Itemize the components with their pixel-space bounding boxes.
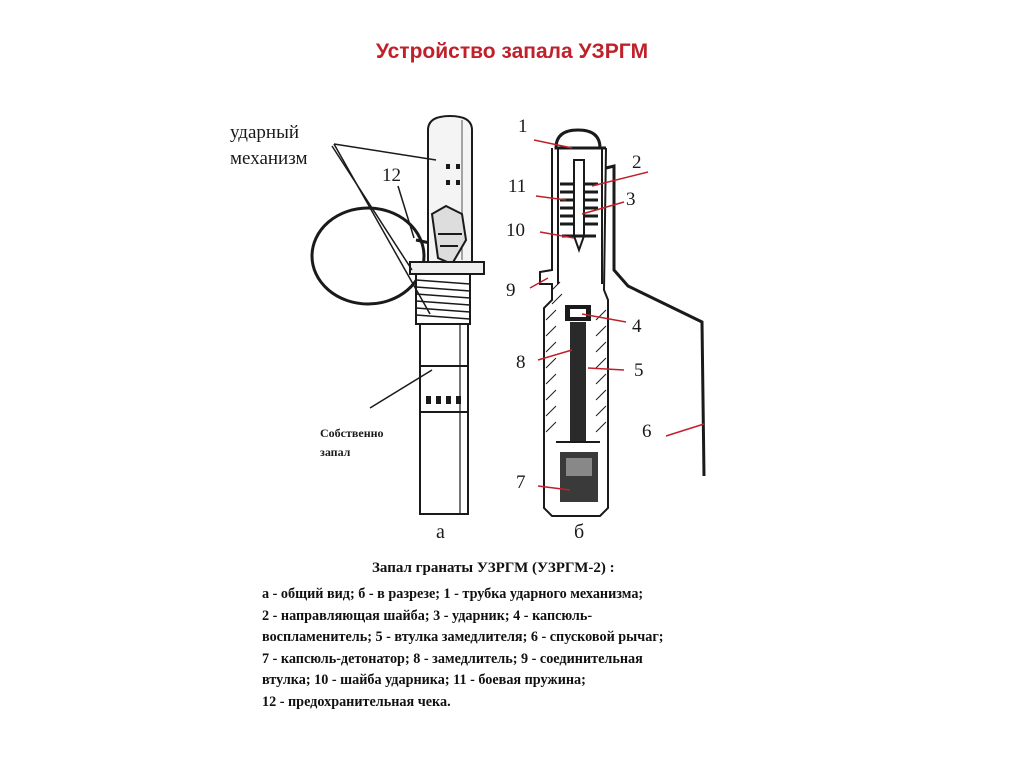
striker — [573, 159, 585, 253]
caption-line: а - общий вид; б - в разрезе; 1 - трубка… — [262, 586, 644, 602]
safety-ring — [310, 206, 426, 306]
label-view-a: а — [436, 521, 445, 543]
caption-title: Запал гранаты УЗРГМ (УЗРГМ-2) : — [372, 560, 615, 576]
section-hatching — [545, 281, 607, 433]
caption-line: втулка; 10 - шайба ударника; 11 - боевая… — [262, 672, 586, 689]
label-udarnyi-1: ударный — [230, 122, 299, 143]
label-view-b: б — [574, 521, 584, 543]
safety-lever — [605, 164, 706, 477]
label-1: 1 — [518, 116, 528, 137]
label-2: 2 — [632, 152, 642, 173]
caption-body: а - общий вид; б - в разрезе; 1 - трубка… — [262, 584, 782, 714]
fuse-body — [419, 323, 469, 515]
label-8: 8 — [516, 352, 526, 373]
general-view — [310, 114, 485, 515]
label-sobstvenno-2: запал — [320, 445, 351, 459]
striker-tube-cap — [554, 128, 602, 150]
label-5: 5 — [634, 360, 644, 381]
label-10: 10 — [506, 220, 525, 241]
mainspring — [560, 182, 598, 226]
label-6: 6 — [642, 421, 652, 442]
caption-line: 12 - предохранительная чека. — [262, 693, 451, 710]
delay-element — [570, 322, 586, 442]
label-11: 11 — [508, 176, 526, 197]
label-udarnyi-2: механизм — [230, 148, 307, 169]
caption-line: 2 - направляющая шайба; 3 - ударник; 4 -… — [262, 607, 593, 624]
label-3: 3 — [626, 189, 636, 210]
section-view — [539, 128, 706, 517]
label-9: 9 — [506, 280, 516, 301]
caption-line: 7 - капсюль-детонатор; 8 - замедлитель; … — [262, 650, 643, 667]
caption-line: воспламенитель; 5 - втулка замедлителя; … — [262, 629, 664, 646]
collar — [409, 261, 485, 275]
label-sobstvenno-1: Собственно — [320, 426, 384, 440]
section-outer-tube — [539, 147, 609, 517]
page-title: Устройство запала УЗРГМ — [375, 40, 649, 63]
label-4: 4 — [632, 316, 642, 337]
view-a-leaders — [331, 143, 437, 409]
label-12: 12 — [382, 165, 401, 186]
view-b-leaders — [529, 139, 705, 491]
label-7: 7 — [516, 472, 526, 493]
